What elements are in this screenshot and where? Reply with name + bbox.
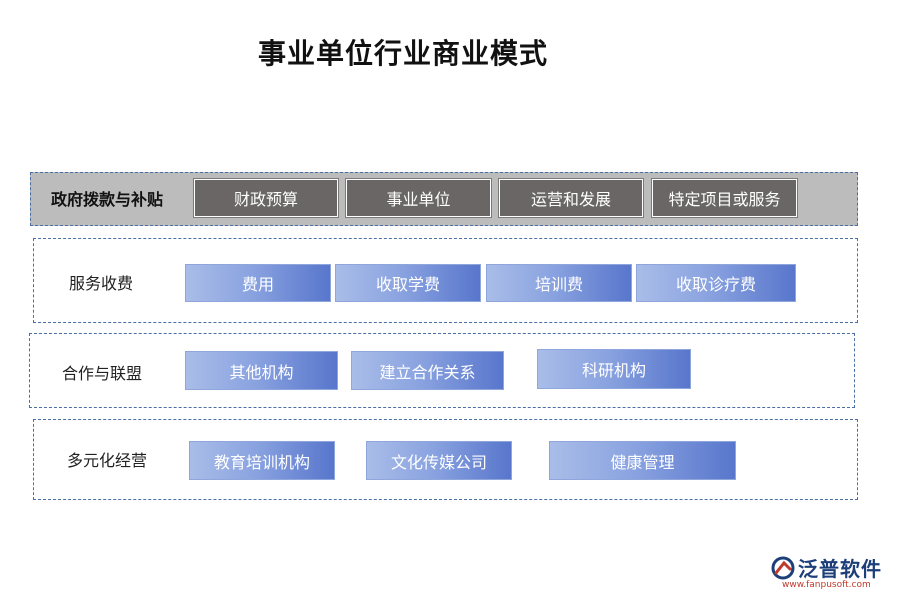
item-box: 科研机构 — [537, 349, 691, 389]
item-box: 建立合作关系 — [351, 351, 504, 390]
item-box: 财政预算 — [194, 179, 338, 217]
row-government-funding: 政府拨款与补贴 财政预算 事业单位 运营和发展 特定项目或服务 — [30, 172, 858, 226]
row-label: 服务收费 — [69, 274, 134, 293]
logo-mark-icon — [771, 556, 795, 580]
item-box: 健康管理 — [549, 441, 736, 480]
item-box: 教育培训机构 — [189, 441, 335, 480]
item-box: 其他机构 — [185, 351, 338, 390]
item-box: 费用 — [185, 264, 331, 302]
item-box: 文化传媒公司 — [366, 441, 512, 480]
logo-url: www.fanpusoft.com — [782, 580, 871, 590]
item-box: 收取诊疗费 — [636, 264, 796, 302]
brand-logo: 泛普软件 www.fanpusoft.com — [770, 553, 895, 598]
item-box: 培训费 — [486, 264, 632, 302]
row-cooperation-alliance: 合作与联盟 其他机构 建立合作关系 科研机构 — [29, 333, 855, 408]
logo-name: 泛普软件 — [798, 557, 882, 581]
row-label: 多元化经营 — [67, 451, 148, 470]
row-label: 政府拨款与补贴 — [51, 190, 164, 209]
row-service-fees: 服务收费 费用 收取学费 培训费 收取诊疗费 — [33, 238, 858, 323]
item-box: 收取学费 — [335, 264, 481, 302]
diagram-title: 事业单位行业商业模式 — [258, 37, 549, 70]
row-label: 合作与联盟 — [62, 364, 143, 383]
item-box: 特定项目或服务 — [652, 179, 797, 217]
item-box: 运营和发展 — [499, 179, 643, 217]
row-diversified-operations: 多元化经营 教育培训机构 文化传媒公司 健康管理 — [33, 419, 858, 500]
item-box: 事业单位 — [346, 179, 491, 217]
